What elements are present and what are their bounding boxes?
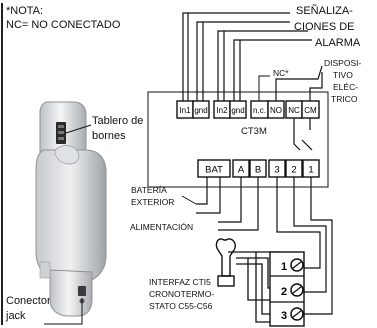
terminal-block-label-line-1: Tablero de xyxy=(92,115,144,127)
module-name: CT3M xyxy=(241,126,267,137)
jack-label-line-1: Conector xyxy=(6,295,51,307)
interface-label-line-2: CRONOTERMO- xyxy=(149,289,215,299)
screw-number-1: 1 xyxy=(281,261,287,273)
alarm-wires xyxy=(182,12,312,101)
jack-label-line-2: jack xyxy=(6,310,26,322)
nc-marker: NC* xyxy=(273,68,289,78)
cti5-interface: 1 2 3 xyxy=(215,238,305,327)
alarm-signals-line-3: ALARMA xyxy=(315,37,361,49)
note-line: NC= NO CONECTADO xyxy=(6,19,121,31)
device-label-line-1: DISPOSI- xyxy=(324,58,362,68)
terminal-label-in1: In1 xyxy=(179,106,191,115)
device-label-line-2: TIVO xyxy=(333,70,353,80)
terminal-label-nc-relay: NC xyxy=(288,106,300,115)
screw-number-2: 2 xyxy=(281,286,287,298)
terminal-label-2: 2 xyxy=(291,165,296,176)
alarm-signals-line-1: SEÑALIZA- xyxy=(296,5,353,17)
bottom-terminal-row: BAT A B 3 2 1 xyxy=(197,159,320,178)
terminal-label-a: A xyxy=(238,165,245,176)
battery-wires xyxy=(196,177,221,214)
alarm-signals-line-2: CIONES DE xyxy=(294,21,355,33)
battery-label-line-2: EXTERIOR xyxy=(131,197,175,207)
terminal-label-no: NO xyxy=(270,106,282,115)
terminal-label-nc: n.c. xyxy=(253,106,266,115)
terminal-label-1: 1 xyxy=(308,165,313,176)
terminal-label-in2: In2 xyxy=(216,106,228,115)
terminal-block-label-line-2: bornes xyxy=(92,130,126,142)
interface-wires xyxy=(276,177,333,315)
terminal-gnd-1 xyxy=(192,100,210,119)
battery-leader xyxy=(181,195,197,205)
terminal-label-bat: BAT xyxy=(205,165,223,176)
terminal-block-leader xyxy=(65,124,92,134)
terminal-label-gnd-2: gnd xyxy=(231,106,244,115)
nc-leader xyxy=(258,75,270,101)
screw-number-3: 3 xyxy=(281,310,287,322)
interface-label-line-1: INTERFAZ CTI5 xyxy=(149,277,211,287)
interface-label-line-3: STATO C55-C56 xyxy=(149,301,213,311)
power-label: ALIMENTACIÓN xyxy=(130,222,194,232)
terminal-label-cm: CM xyxy=(304,106,317,115)
jack-leader xyxy=(44,298,83,325)
terminal-bat xyxy=(197,159,231,178)
top-terminal-row: In1 gnd In2 gnd n.c. NO NC CM xyxy=(176,100,320,119)
device-label-line-3: ELÉC- xyxy=(333,82,359,92)
terminal-label-b: B xyxy=(255,165,261,176)
left-frame-line xyxy=(1,3,3,325)
thermostat-module-image xyxy=(35,101,107,317)
power-wires xyxy=(218,177,259,231)
device-label-line-4: TRICO xyxy=(331,94,358,104)
terminal-label-gnd-1: gnd xyxy=(194,106,207,115)
note-title: *NOTA: xyxy=(6,5,44,17)
device-wires xyxy=(275,65,323,151)
ct3m-module-outline xyxy=(147,91,329,188)
battery-label-line-1: BATERÍA xyxy=(131,185,167,195)
terminal-gnd-2 xyxy=(229,100,247,119)
terminal-label-3: 3 xyxy=(274,165,279,176)
